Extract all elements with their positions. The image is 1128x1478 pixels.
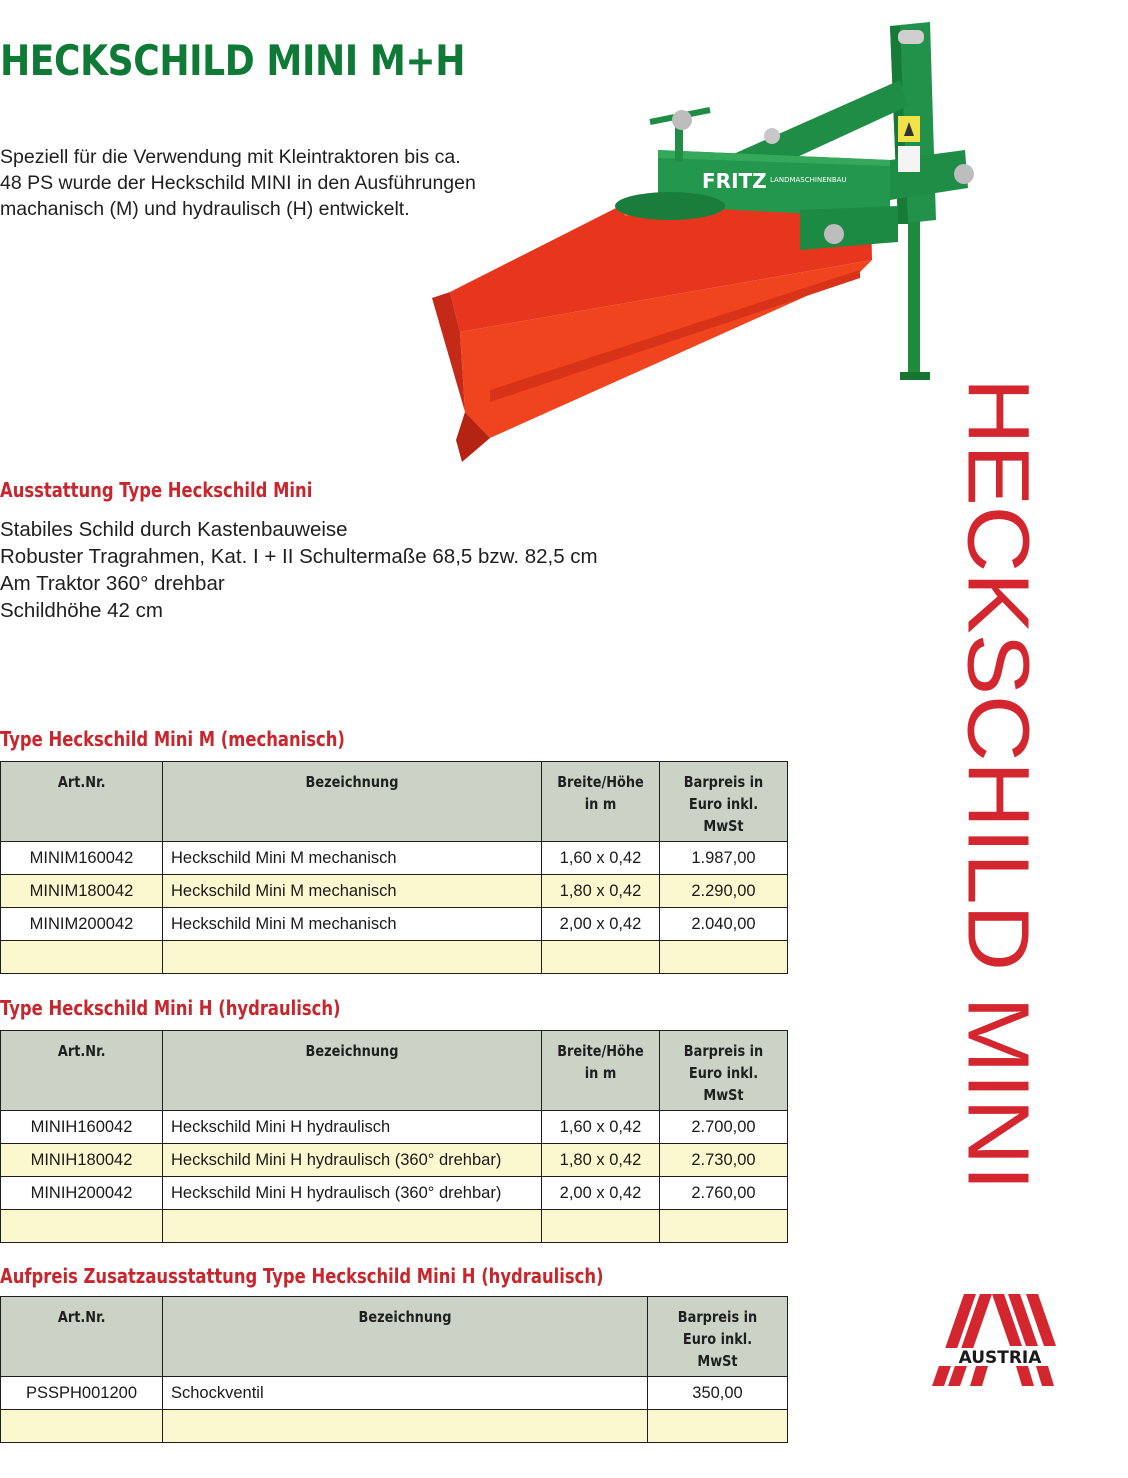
- column-header: Barpreis in Euro inkl. MwSt: [647, 1296, 788, 1377]
- features-heading: Ausstattung Type Heckschild Mini: [0, 478, 313, 502]
- cell-bezeichnung: Heckschild Mini M mechanisch: [162, 907, 542, 941]
- column-header: Breite/Höhe in m: [541, 761, 660, 842]
- table-row: MINIH180042 Heckschild Mini H hydraulisc…: [0, 1143, 788, 1177]
- table-row-empty: [0, 1209, 788, 1243]
- cell-price: 1.987,00: [659, 841, 788, 875]
- cell-price: 2.290,00: [659, 874, 788, 908]
- table-m: Art.Nr. Bezeichnung Breite/Höhe in m Bar…: [0, 761, 788, 974]
- table-row-empty: [0, 940, 788, 974]
- cell-bezeichnung: Heckschild Mini H hydraulisch (360° dreh…: [162, 1176, 542, 1210]
- column-header: Art.Nr.: [0, 761, 163, 842]
- cell-bezeichnung: Heckschild Mini M mechanisch: [162, 841, 542, 875]
- cell-size: 1,60 x 0,42: [541, 1110, 660, 1144]
- features-list: Stabiles Schild durch Kastenbauweise Rob…: [0, 516, 598, 624]
- cell-art-nr: MINIH160042: [0, 1110, 163, 1144]
- cell-size: 1,60 x 0,42: [541, 841, 660, 875]
- column-header: Bezeichnung: [162, 761, 542, 842]
- cell-size: 1,80 x 0,42: [541, 1143, 660, 1177]
- cell-bezeichnung: Heckschild Mini M mechanisch: [162, 874, 542, 908]
- cell-price: 2.730,00: [659, 1143, 788, 1177]
- cell-price: 350,00: [647, 1376, 788, 1410]
- intro-line: Speziell für die Verwendung mit Kleintra…: [0, 146, 461, 168]
- table-row: MINIH160042 Heckschild Mini H hydraulisc…: [0, 1110, 788, 1144]
- table-h-heading: Type Heckschild Mini H (hydraulisch): [0, 996, 341, 1020]
- column-header: Art.Nr.: [0, 1030, 163, 1111]
- cell-art-nr: MINIM160042: [0, 841, 163, 875]
- table-extra-heading: Aufpreis Zusatzausstattung Type Heckschi…: [0, 1264, 604, 1288]
- feature-item: Schildhöhe 42 cm: [0, 599, 163, 622]
- cell-size: 2,00 x 0,42: [541, 907, 660, 941]
- page-title: HECKSCHILD MINI M+H: [0, 36, 466, 85]
- column-header: Bezeichnung: [162, 1030, 542, 1111]
- brand-text: FRITZ: [702, 169, 767, 193]
- column-header: Barpreis in Euro inkl. MwSt: [659, 1030, 788, 1111]
- table-row: PSSPH001200 Schockventil 350,00: [0, 1376, 788, 1410]
- cell-art-nr: MINIH180042: [0, 1143, 163, 1177]
- cell-size: 1,80 x 0,42: [541, 874, 660, 908]
- side-title-text: HECKSCHILD MINI: [949, 378, 1047, 1191]
- cell-price: 2.700,00: [659, 1110, 788, 1144]
- cell-bezeichnung: Schockventil: [162, 1376, 648, 1410]
- intro-line: machanisch (M) und hydraulisch (H) entwi…: [0, 198, 410, 220]
- table-header-row: Art.Nr. Bezeichnung Breite/Höhe in m Bar…: [0, 761, 788, 842]
- cell-bezeichnung: Heckschild Mini H hydraulisch: [162, 1110, 542, 1144]
- table-row: MINIM160042 Heckschild Mini M mechanisch…: [0, 841, 788, 875]
- side-title: HECKSCHILD MINI: [945, 378, 1047, 1191]
- feature-item: Am Traktor 360° drehbar: [0, 572, 225, 595]
- brand-sub-text: LANDMASCHINENBAU: [770, 176, 847, 184]
- column-header: Barpreis in Euro inkl. MwSt: [659, 761, 788, 842]
- cell-art-nr: MINIM200042: [0, 907, 163, 941]
- cell-bezeichnung: Heckschild Mini H hydraulisch (360° dreh…: [162, 1143, 542, 1177]
- intro-line: 48 PS wurde der Heckschild MINI in den A…: [0, 172, 476, 194]
- product-image: FRITZ LANDMASCHINENBAU: [432, 22, 974, 462]
- cell-price: 2.040,00: [659, 907, 788, 941]
- column-header: Art.Nr.: [0, 1296, 163, 1377]
- table-row: MINIM200042 Heckschild Mini M mechanisch…: [0, 907, 788, 941]
- feature-item: Robuster Tragrahmen, Kat. I + II Schulte…: [0, 545, 598, 568]
- table-row: MINIH200042 Heckschild Mini H hydraulisc…: [0, 1176, 788, 1210]
- cell-size: 2,00 x 0,42: [541, 1176, 660, 1210]
- logo-text: AUSTRIA: [959, 1348, 1043, 1368]
- feature-item: Stabiles Schild durch Kastenbauweise: [0, 518, 348, 541]
- table-header-row: Art.Nr. Bezeichnung Breite/Höhe in m Bar…: [0, 1030, 788, 1111]
- table-m-heading: Type Heckschild Mini M (mechanisch): [0, 727, 345, 751]
- table-h: Art.Nr. Bezeichnung Breite/Höhe in m Bar…: [0, 1030, 788, 1243]
- cell-art-nr: PSSPH001200: [0, 1376, 163, 1410]
- table-extra: Art.Nr. Bezeichnung Barpreis in Euro ink…: [0, 1296, 788, 1443]
- intro-text: Speziell für die Verwendung mit Kleintra…: [0, 144, 580, 222]
- table-row: MINIM180042 Heckschild Mini M mechanisch…: [0, 874, 788, 908]
- table-header-row: Art.Nr. Bezeichnung Barpreis in Euro ink…: [0, 1296, 788, 1377]
- table-row-empty: [0, 1409, 788, 1443]
- column-header: Bezeichnung: [162, 1296, 648, 1377]
- austria-logo: AUSTRIA: [932, 1294, 1062, 1386]
- cell-price: 2.760,00: [659, 1176, 788, 1210]
- cell-art-nr: MINIM180042: [0, 874, 163, 908]
- cell-art-nr: MINIH200042: [0, 1176, 163, 1210]
- column-header: Breite/Höhe in m: [541, 1030, 660, 1111]
